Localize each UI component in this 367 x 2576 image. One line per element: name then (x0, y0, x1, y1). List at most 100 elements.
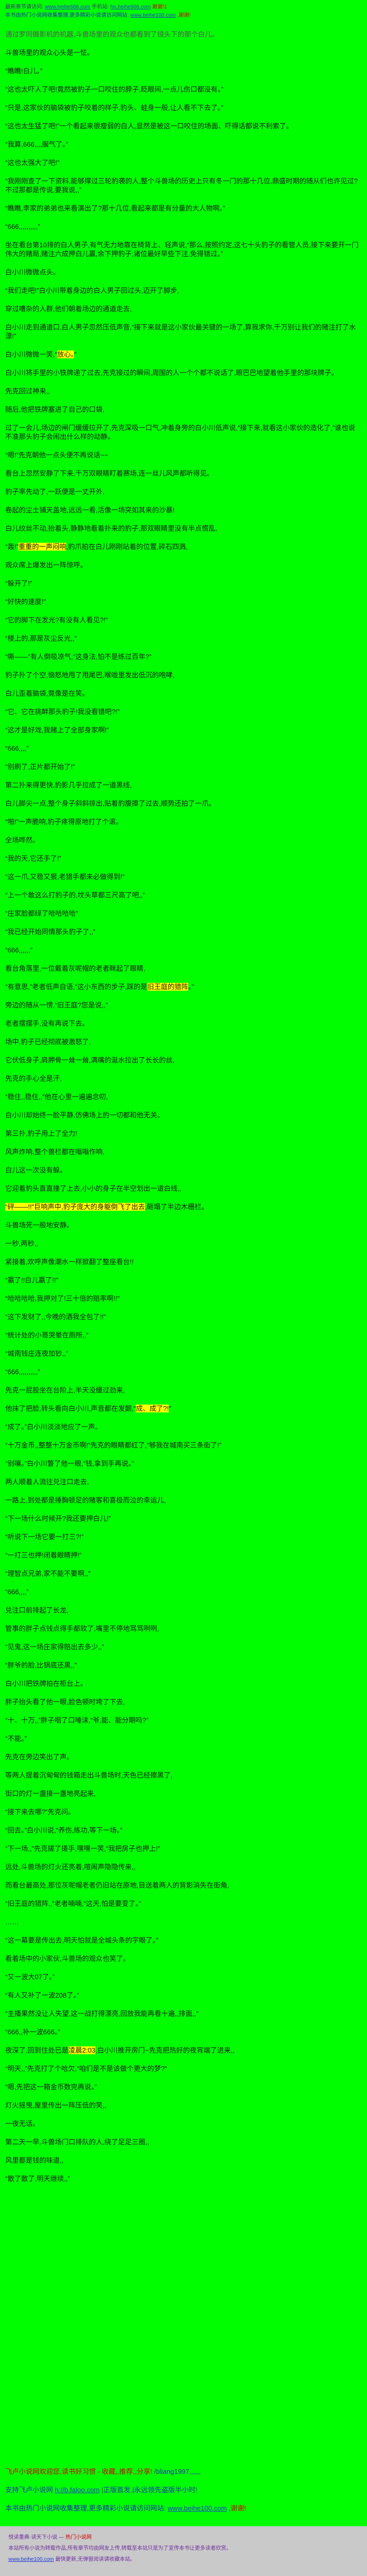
paragraph: 两人顺着人流往兑注口走去, (5, 1477, 362, 1486)
paragraph: 第三扑,豹子用上了全力! (5, 1129, 362, 1138)
paragraph: “见鬼,这一场庄家得赔出去多少,,” (5, 1642, 362, 1651)
paragraph: 先克的手心全是汗, (5, 1074, 362, 1083)
paragraph: 坐在看台第10排的白人男子,有气无力地靠在椅背上、轻声说,“那么,按照约定,这七… (5, 240, 362, 258)
paragraph: 先克回过神来,, (5, 387, 362, 396)
site-link[interactable]: hn.heihe666.com (110, 4, 151, 10)
paragraph: 白儿脚尖一点,整个身子斜斜掠出,贴着豹腹擦了过去,顺势还拍了一爪。 (5, 799, 362, 808)
site-notice-line: 本书由热门小说网收集整理,更多精彩小说请访问网站: www.beihe100.c… (5, 12, 362, 19)
paragraph: “回去。”白小川说,“养伤,练功,等下一场。” (5, 1826, 362, 1835)
paragraph: “有意思,”老者低声自语,“这小东西的步子,踩的是旧王庭的猎阵。” (5, 982, 362, 991)
text-segment: 先克回过神来,, (5, 387, 50, 395)
paragraph: 白小川将手里的小铁牌递了过去,先克接过的瞬间,周围的人一个个都不说话了,眼巴巴地… (5, 368, 362, 377)
paragraph: “666,,,,” (5, 1587, 362, 1596)
text-segment: “躲开了!” (5, 579, 33, 587)
text-segment: 热门小说网 (65, 2535, 92, 2540)
text-segment: 白小川微微点头。 (5, 268, 60, 276)
paragraph: “嗯,先把这一箱金币数完再说。” (5, 2082, 362, 2091)
text-segment: “啪!”一声脆响,豹子疼得原地打了个滚。 (5, 818, 123, 826)
paragraph: “好快的速度!” (5, 597, 362, 606)
text-segment: “666,,,,,,” (5, 946, 33, 954)
text-segment: “赢了!!白儿赢了!!” (5, 1276, 59, 1284)
paragraph: 胖子抬头看了他一眼,脸色顿时垮了下去, (5, 1697, 362, 1706)
text-segment: 老者摆摆手,没有再说下去。 (5, 1020, 89, 1027)
text-segment: “这也太吓人了吧!竟然被豹子一口咬住的脖子,眨眼间,一点儿伤口都没有。” (5, 85, 223, 93)
text-segment: “瞧瞧,李家的弟弟也来看演出了?那十几位,看起来都是有分量的大人物啊。” (5, 204, 225, 212)
paragraph: “666,,,,,,” (5, 946, 362, 955)
footer-line: www.beihe100.com 最快更新,无弹窗阅读请收藏本站。 (8, 2556, 359, 2564)
text-segment: 先克的手心全是汗, (5, 1075, 62, 1082)
text-segment: “胖爷的脸,比锅底还黑,,” (5, 1661, 77, 1669)
text-segment: 一夜无话。 (5, 2120, 40, 2128)
paragraph: 街口的灯一盏接一盏地亮起来, (5, 1789, 362, 1798)
text-segment: 第三扑,豹子用上了全力! (5, 1130, 78, 1137)
highlighted-text: 放心。 (57, 350, 74, 358)
paragraph: 穿过嘈杂的人群,他们朝着场边的通道走去, (5, 304, 362, 313)
text-segment: 飞卢小说网欢迎您,读书好习惯 - 收藏,,推荐,,分享! (5, 2468, 154, 2475)
text-segment: 白小川却始终一脸平静,仿佛场上的一切都和他无关。 (5, 1111, 164, 1119)
text-segment: “一打三也押!闭着眼睛押!” (5, 1551, 82, 1559)
highlighted-text: 成、成了?! (136, 1405, 169, 1412)
text-segment: …… (5, 1918, 19, 1926)
site-link[interactable]: h://b.faloo.com (55, 2486, 100, 2494)
paragraph: “666,,,,,,,,,,” (5, 222, 362, 231)
paragraph: “上一个敢这么打豹子的,坟头草都三尺高了吧,,” (5, 891, 362, 900)
paragraph: “明天,,”先克打了个哈欠,“咱们是不是该做个更大的梦?” (5, 2064, 362, 2073)
paragraph: “这才是好戏,我赌上了全部身家啊!” (5, 726, 362, 735)
paragraph: 场中,豹子已经彻底被激怒了, (5, 1037, 362, 1046)
paragraph: 第二扑来得更快,豹影几乎拉成了一道黑线, (5, 781, 362, 790)
text-segment: 灯火摇曳,屋里传出一阵压低的笑,, (5, 2101, 106, 2109)
text-segment: “只是,这家伙的脑袋被豹子咬着的样子,豹头、蛙身一般,让人看不下去了。” (5, 104, 223, 112)
text-segment: 支持飞卢小说网 (5, 2486, 55, 2494)
text-segment: 风声炸响,整个兽栏都在嗡嗡作响, (5, 1148, 105, 1156)
paragraph: “主播果然没让人失望,这一战打得漂亮,回放我能再看十遍,,排面,,” (5, 2009, 362, 2018)
site-link[interactable]: www.beihe100.com (167, 2504, 227, 2512)
text-segment: “见鬼,这一场庄家得赔出去多少,,” (5, 1643, 104, 1651)
text-segment: 白小川将手里的小铁牌递了过去,先克接过的瞬间,周围的人一个个都不说话了,眼巴巴地… (5, 369, 338, 377)
paragraph: “一打三也押!闭着眼睛押!” (5, 1551, 362, 1560)
paragraph: 白儿这一次没有躲。 (5, 1166, 362, 1175)
site-link[interactable]: www.beihe100.com (130, 13, 176, 18)
site-link[interactable]: www.heihe666.com (45, 4, 91, 10)
text-segment: 豹子率先动了,一跃便是一丈开外, (5, 488, 105, 496)
site-link[interactable]: www.beihe100.com (8, 2557, 54, 2562)
text-segment: 本书由热门小说网收集整理,更多精彩小说请访问网站: (5, 2504, 168, 2512)
bottom-area: 飞卢小说网欢迎您,读书好习惯 - 收藏,,推荐,,分享! /bliang1997… (0, 2467, 367, 2576)
text-segment: ” (74, 350, 77, 358)
paragraph: 一路上,到处都是捶胸顿足的赌客和喜极而泣的幸运儿, (5, 1496, 362, 1505)
text-segment: “主播果然没让人失望,这一战打得漂亮,回放我能再看十遍,,排面,,” (5, 2010, 199, 2018)
text-segment: 夜深了,回到住处已是 (5, 2046, 69, 2054)
paragraph: “别刷了,正片都开始了!” (5, 762, 362, 771)
text-segment: 白儿脚尖一点,整个身子斜斜掠出,贴着豹腹擦了过去,顺势还拍了一爪。 (5, 799, 215, 807)
text-segment: “嗯!”先克朝他一点头便不再说话~~ (5, 451, 109, 459)
text-segment: 旁边的随从一愣,“旧王庭?您是说,,” (5, 1001, 108, 1009)
paragraph: 看台上忽然安静了下来,千万双眼睛盯着赛场,连一丝儿风声都听得见。 (5, 469, 362, 478)
text-segment: 看台上忽然安静了下来,千万双眼睛盯着赛场,连一丝儿风声都听得见。 (5, 469, 214, 477)
paragraph: “胖爷的脸,比锅底还黑,,” (5, 1661, 362, 1670)
paragraph: “这也太吓人了吧!竟然被豹子一口咬住的脖子,眨眼间,一点儿伤口都没有。” (5, 85, 362, 94)
paragraph: 而看台最高处,那位灰呢帽老者仍旧站在原地,目送着两人的背影消失在街角, (5, 1881, 362, 1890)
paragraph: “楼上的,那是灰尘反光,,” (5, 634, 362, 643)
paragraph: “躲开了!” (5, 579, 362, 588)
paragraph: “这下发财了,,今晚的酒我全包了!!” (5, 1312, 362, 1321)
site-promo-lines: 飞卢小说网欢迎您,读书好习惯 - 收藏,,推荐,,分享! /bliang1997… (5, 2467, 362, 2513)
text-segment: ,豹爪拍在白儿刚刚站着的位置,碎石四溅, (66, 543, 188, 551)
text-segment: “这一爪,又稳又狠,老猎手都未必做得到!” (5, 873, 125, 881)
text-segment: “我已经开始同情那头豹子了,,” (5, 928, 95, 936)
text-segment: 谢谢! (230, 2504, 246, 2512)
paragraph: 老者摆摆手,没有再说下去。 (5, 1019, 362, 1028)
paragraph: 豹子扑了个空,恼怒地甩了甩尾巴,喉咙里发出低沉的咆哮, (5, 671, 362, 679)
paragraph: 通过罗同摄影机的机器,斗兽场里的观众也都看到了镜头下的那个白儿。 (5, 30, 362, 39)
paragraph: 风里都是钱的味道,, (5, 2156, 362, 2165)
text-segment: 先克在旁边笑出了声。 (5, 1753, 74, 1761)
paragraph: “这一幕要是传出去,明天怕就是全城头条的字眼了。” (5, 1936, 362, 1945)
text-segment: 风里都是钱的味道,, (5, 2156, 64, 2164)
text-segment: , (176, 13, 179, 18)
text-segment: “回去。”白小川说,“养伤,练功,等下一场。” (5, 1826, 123, 1834)
text-segment: 远处,斗兽场的灯火还亮着,喧闹声隐隐传来,, (5, 1863, 136, 1871)
paragraph: 一秒,两秒,, (5, 1239, 362, 1248)
text-segment: 两人顺着人流往兑注口走去, (5, 1478, 89, 1486)
paragraph: “十、十万,,”胖子咽了口唾沫,“爷,能、能分期吗?” (5, 1716, 362, 1725)
paragraph: 全场哗然。 (5, 836, 362, 845)
